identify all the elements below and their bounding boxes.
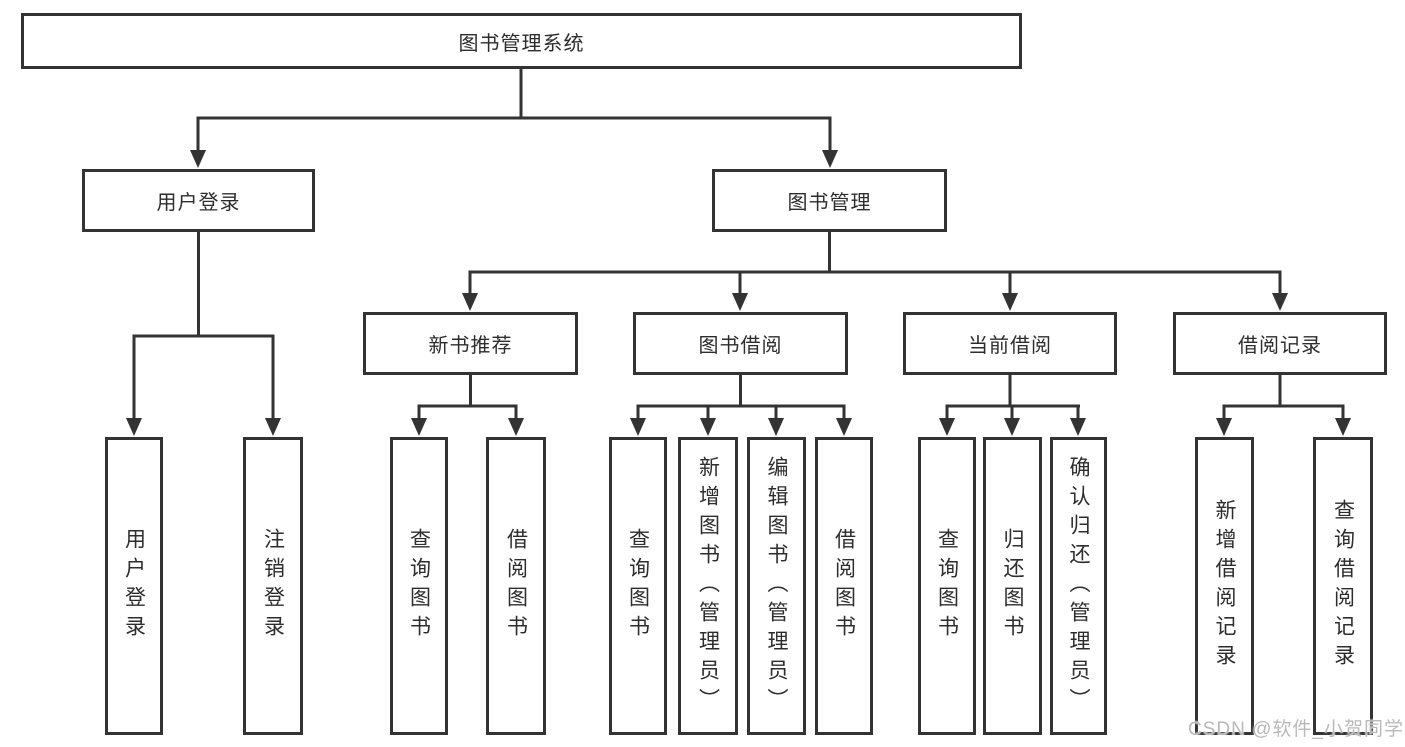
- leaf-query-books-borrow-label: 查询图书: [626, 528, 650, 644]
- connector-root-to-level2: [190, 69, 838, 168]
- leaf-add-books-admin-label: 新增图书（管理员）: [696, 455, 720, 717]
- node-book-management-label: 图书管理: [787, 192, 872, 214]
- leaf-add-books-admin: 新增图书（管理员）: [678, 437, 738, 735]
- leaf-borrow-books-recommend-label: 借阅图书: [504, 528, 528, 644]
- connector-user-login-children: [126, 232, 281, 436]
- leaf-query-borrow-record-label: 查询借阅记录: [1331, 499, 1355, 673]
- connector-book-management-children: [462, 232, 1288, 311]
- connector-borrow-records-children: [1216, 375, 1351, 436]
- node-book-borrow: 图书借阅: [633, 312, 848, 375]
- leaf-add-borrow-record-label: 新增借阅记录: [1213, 499, 1236, 673]
- leaf-user-login-label: 用户登录: [122, 528, 146, 644]
- leaf-add-borrow-record: 新增借阅记录: [1195, 437, 1254, 735]
- leaf-logout: 注销登录: [243, 437, 303, 735]
- leaf-return-books-label: 归还图书: [1001, 528, 1024, 644]
- csdn-watermark: CSDN @软件_小贺同学: [1188, 719, 1404, 740]
- leaf-borrow-books-recommend: 借阅图书: [486, 437, 546, 735]
- leaf-query-borrow-record: 查询借阅记录: [1313, 437, 1373, 735]
- node-borrow-records: 借阅记录: [1173, 312, 1387, 375]
- connector-book-borrow-children: [630, 375, 852, 436]
- leaf-logout-label: 注销登录: [261, 528, 285, 644]
- leaf-confirm-return-admin-label: 确认归还（管理员）: [1067, 455, 1090, 717]
- connector-current-borrow-children: [939, 375, 1086, 436]
- leaf-query-books-current: 查询图书: [918, 437, 976, 735]
- node-user-login-label: 用户登录: [156, 192, 241, 214]
- node-root-label: 图书管理系统: [458, 32, 585, 55]
- node-user-login: 用户登录: [82, 169, 315, 232]
- node-book-management: 图书管理: [712, 169, 947, 232]
- connector-new-book-recommend-children: [411, 375, 524, 436]
- node-current-borrow-label: 当前借阅: [968, 335, 1052, 357]
- node-new-book-recommend: 新书推荐: [363, 312, 578, 375]
- leaf-return-books: 归还图书: [983, 437, 1042, 735]
- leaf-edit-books-admin: 编辑图书（管理员）: [747, 437, 806, 735]
- leaf-borrow-books-label: 借阅图书: [832, 528, 856, 644]
- leaf-edit-books-admin-label: 编辑图书（管理员）: [765, 455, 788, 717]
- node-current-borrow: 当前借阅: [903, 312, 1117, 375]
- leaf-user-login: 用户登录: [105, 437, 163, 735]
- leaf-query-books-recommend: 查询图书: [390, 437, 448, 735]
- node-borrow-records-label: 借阅记录: [1238, 335, 1322, 357]
- leaf-confirm-return-admin: 确认归还（管理员）: [1050, 437, 1107, 735]
- node-book-borrow-label: 图书借阅: [698, 335, 783, 357]
- leaf-query-books-current-label: 查询图书: [935, 528, 959, 644]
- node-root: 图书管理系统: [21, 13, 1022, 69]
- leaf-borrow-books: 借阅图书: [815, 437, 873, 735]
- node-new-book-recommend-label: 新书推荐: [428, 335, 513, 357]
- leaf-query-books-borrow: 查询图书: [609, 437, 667, 735]
- leaf-query-books-recommend-label: 查询图书: [407, 528, 431, 644]
